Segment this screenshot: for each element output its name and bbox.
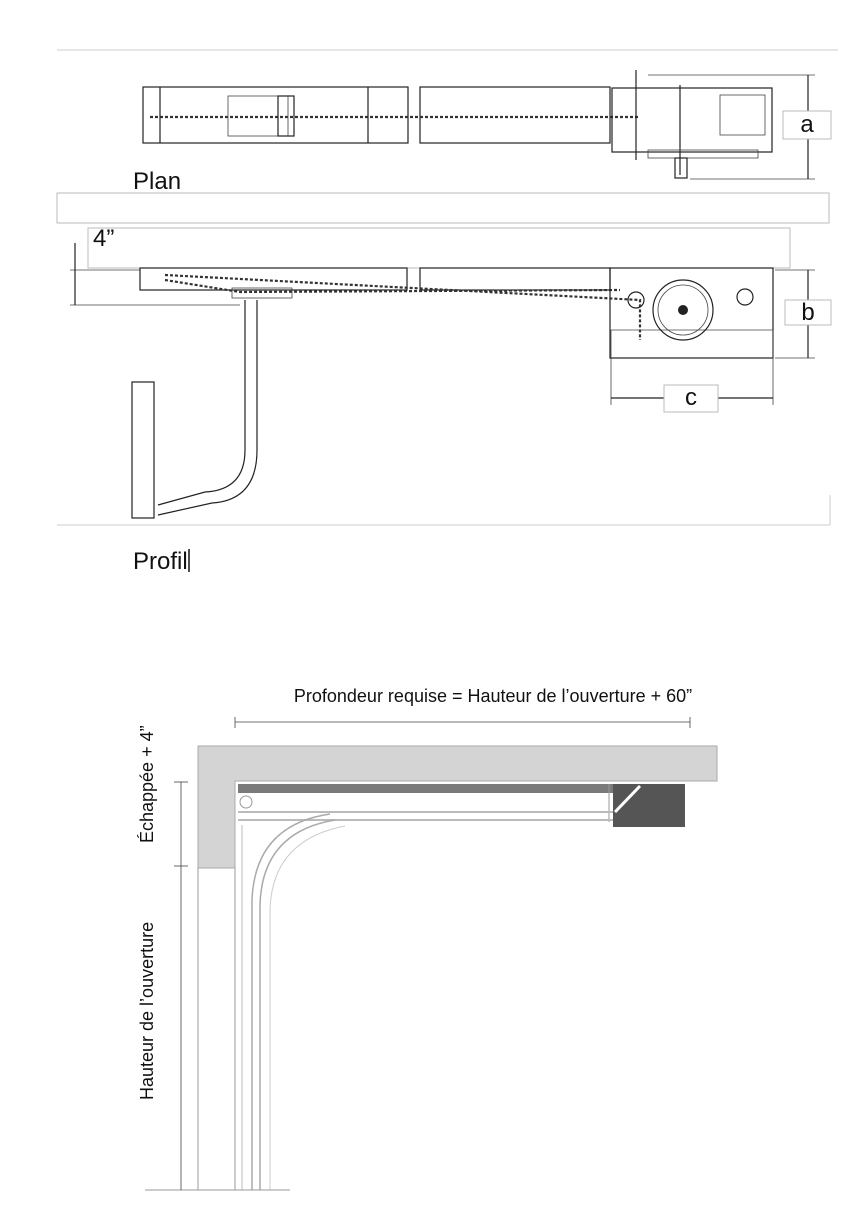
profile-rail-left: [139, 267, 408, 291]
plan-title: Plan: [133, 168, 181, 195]
drive-sprocket: [652, 279, 714, 341]
door-arm: [157, 300, 246, 506]
opener-rail: [238, 784, 613, 793]
profile-title: Profil: [133, 548, 188, 575]
clearance-label: 4”: [93, 225, 114, 252]
dimension-c-label: c: [685, 384, 697, 411]
blank-box: [56, 192, 830, 224]
opener-motor: [613, 784, 685, 827]
profile-chain: [164, 273, 642, 340]
depth-label: Profondeur requise = Hauteur de l’ouvert…: [294, 686, 692, 706]
door-track: [251, 813, 331, 1190]
plan-rail-left: [142, 86, 409, 144]
blank-box: [87, 227, 791, 269]
plan-view: a Plan: [133, 70, 832, 195]
door-panel: [131, 381, 155, 519]
profile-motor-unit: [609, 267, 774, 359]
section-view: Profondeur requise = Hauteur de l’ouvert…: [137, 686, 718, 1191]
headroom-label: Échappée + 4”: [137, 725, 157, 843]
plan-trolley: [227, 95, 289, 137]
profile-view: 4” b c: [70, 225, 832, 519]
plan-motor-unit: [611, 87, 773, 153]
profile-rail-right: [419, 267, 611, 291]
opening-height-label: Hauteur de l’ouverture: [137, 922, 157, 1100]
dimension-b-label: b: [801, 299, 814, 326]
dimension-a-label: a: [800, 111, 814, 138]
plan-rail-right: [419, 86, 611, 144]
